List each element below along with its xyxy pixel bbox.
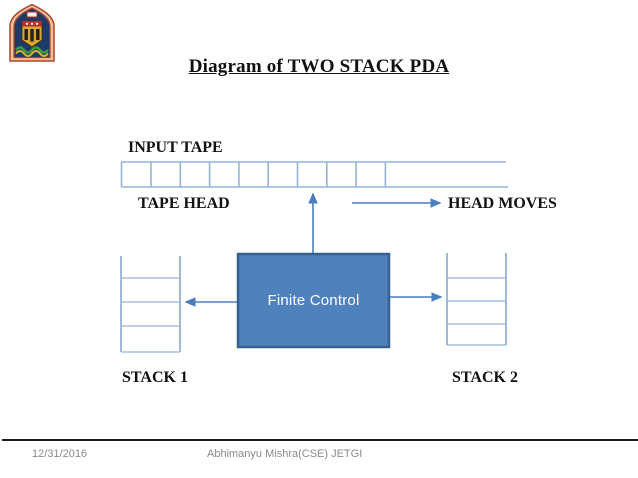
tape-head-label: TAPE HEAD xyxy=(138,195,230,212)
college-logo-graphic xyxy=(9,4,55,62)
logo-dot xyxy=(35,22,39,25)
stack2-graphic xyxy=(446,253,507,346)
footer-divider xyxy=(2,439,638,441)
logo-dot xyxy=(30,22,34,25)
page-title: Diagram of TWO STACK PDA xyxy=(188,56,450,77)
footer-date: 12/31/2016 xyxy=(32,448,88,460)
logo-wave-gold xyxy=(15,50,49,57)
head-moves-label: HEAD MOVES xyxy=(448,195,557,212)
finite-control-label: Finite Control xyxy=(267,292,360,309)
input-tape-graphic xyxy=(120,161,508,188)
stack1-label: STACK 1 xyxy=(122,369,188,386)
logo-dot xyxy=(25,22,29,25)
logo-pillar xyxy=(36,29,40,40)
college-logo xyxy=(7,4,57,62)
logo-wave-green xyxy=(15,46,49,54)
stack1-graphic xyxy=(120,256,181,353)
logo-pillar xyxy=(24,29,28,40)
input-tape-label: INPUT TAPE xyxy=(128,139,223,156)
finite-control-box xyxy=(236,252,391,349)
footer-credit: Abhimanyu Mishra(CSE) JETGI xyxy=(207,448,363,460)
logo-book xyxy=(26,11,38,18)
logo-pillar xyxy=(30,29,34,42)
stack2-label: STACK 2 xyxy=(452,369,518,386)
